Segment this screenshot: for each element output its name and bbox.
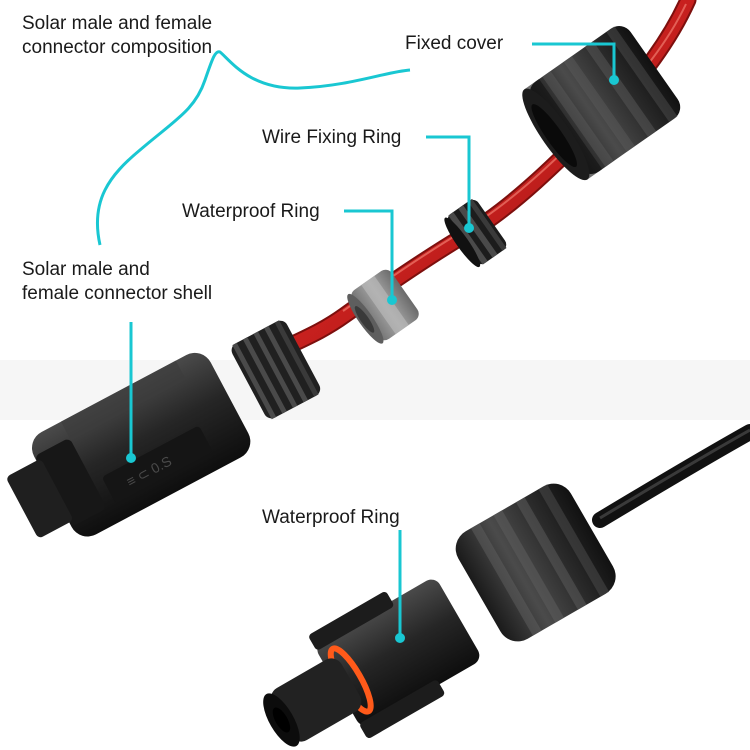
connector-shell-label-line-2: female connector shell	[22, 283, 213, 304]
wire-fixing-ring-part	[444, 198, 507, 268]
waterproof-top-leader	[344, 209, 394, 300]
fixed-cover-label: Fixed cover	[405, 33, 504, 54]
fixed-cover-leader	[532, 42, 616, 80]
composition-label: Solar male and female connector composit…	[22, 12, 212, 60]
composition-brace	[95, 50, 411, 246]
male-connector-shell: ≡ ⊂ 0.S	[7, 320, 321, 538]
female-connector	[263, 483, 616, 747]
waterproof-ring-top-label: Waterproof Ring	[182, 201, 320, 222]
fixed-cover-part	[522, 26, 681, 181]
composition-label-line-1: Solar male and female	[22, 13, 213, 34]
black-cable	[592, 424, 750, 528]
callout-dots	[126, 75, 619, 643]
wire-fixing-leader	[426, 135, 471, 228]
waterproof-ring-part	[347, 269, 419, 344]
wire-fixing-ring-label: Wire Fixing Ring	[262, 127, 402, 148]
waterproof-ring-bottom-label: Waterproof Ring	[262, 507, 400, 528]
composition-label-line-2: connector composition	[22, 37, 213, 58]
callouts	[95, 42, 616, 636]
connector-shell-label: Solar male and female connector shell	[22, 258, 212, 306]
connector-shell-label-line-1: Solar male and	[22, 259, 150, 280]
